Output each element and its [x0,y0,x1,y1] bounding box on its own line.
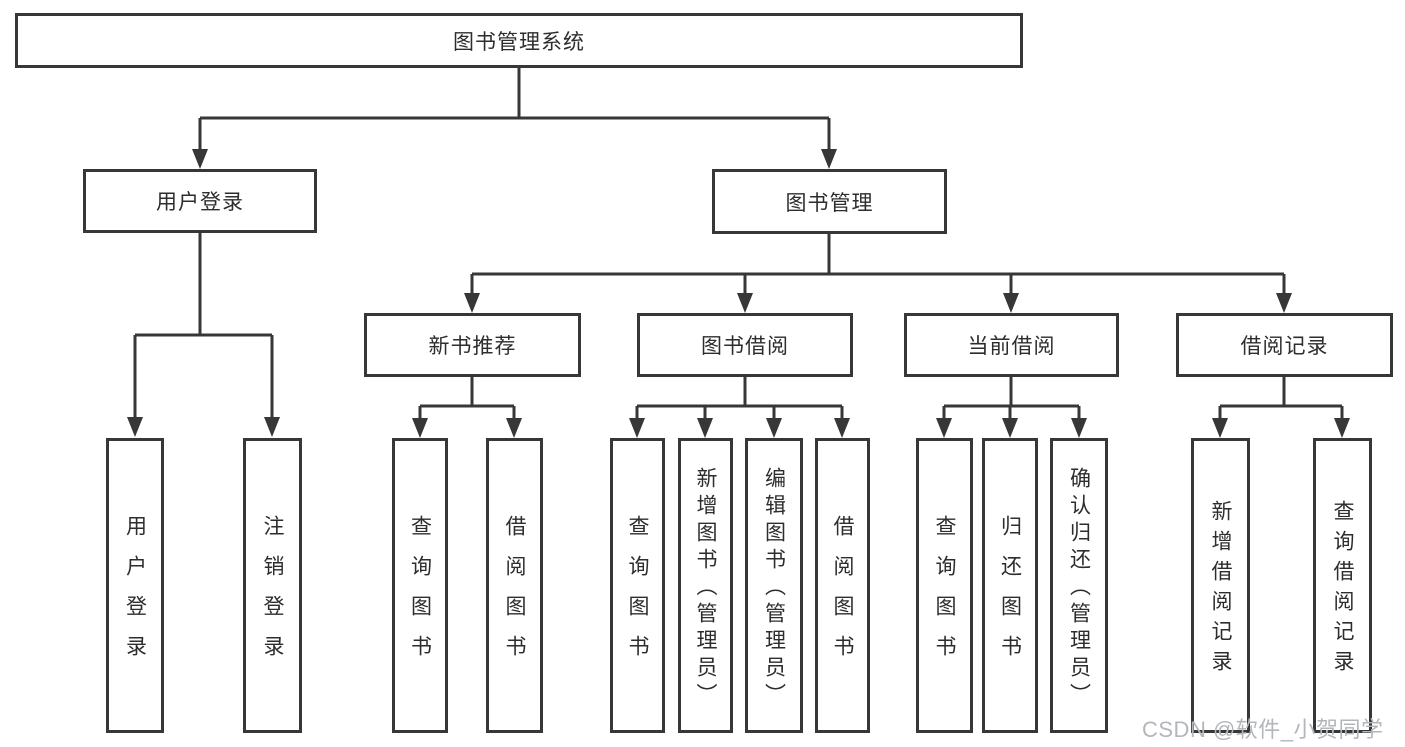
leaf-logout: 注销登录 [243,438,302,733]
leaf-edit-book-admin: 编辑图书（管理员） [745,438,803,733]
node-book-borrow-label: 图书借阅 [701,335,789,358]
node-library-system-label: 图书管理系统 [453,30,585,54]
watermark: CSDN @软件_小贺同学 [1142,717,1384,742]
node-new-book-recommend-label: 新书推荐 [428,335,517,358]
node-book-borrow: 图书借阅 [637,313,853,377]
leaf-query-books-1: 查询图书 [392,438,448,733]
node-book-management: 图书管理 [712,169,947,234]
node-book-management-label: 图书管理 [785,191,874,215]
leaf-borrow-books-1: 借阅图书 [486,438,543,733]
node-user-login: 用户登录 [83,169,317,233]
leaf-return-book: 归还图书 [982,438,1038,733]
node-borrow-records: 借阅记录 [1176,313,1393,377]
node-current-borrow: 当前借阅 [904,313,1119,377]
node-user-login-label: 用户登录 [156,191,244,214]
leaf-query-borrow-record: 查询借阅记录 [1313,438,1372,733]
leaf-query-books-2: 查询图书 [610,438,665,733]
leaf-confirm-return-admin: 确认归还（管理员） [1050,438,1108,733]
node-new-book-recommend: 新书推荐 [364,313,581,377]
leaf-add-borrow-record: 新增借阅记录 [1191,438,1250,733]
node-current-borrow-label: 当前借阅 [967,335,1056,358]
leaf-add-book-admin: 新增图书（管理员） [678,438,733,733]
leaf-user-login: 用户登录 [106,438,164,733]
leaf-query-books-3: 查询图书 [916,438,973,733]
node-library-system: 图书管理系统 [15,13,1023,68]
leaf-borrow-books-2: 借阅图书 [815,438,870,733]
node-borrow-records-label: 借阅记录 [1240,335,1329,358]
arrowheads [127,149,1350,438]
